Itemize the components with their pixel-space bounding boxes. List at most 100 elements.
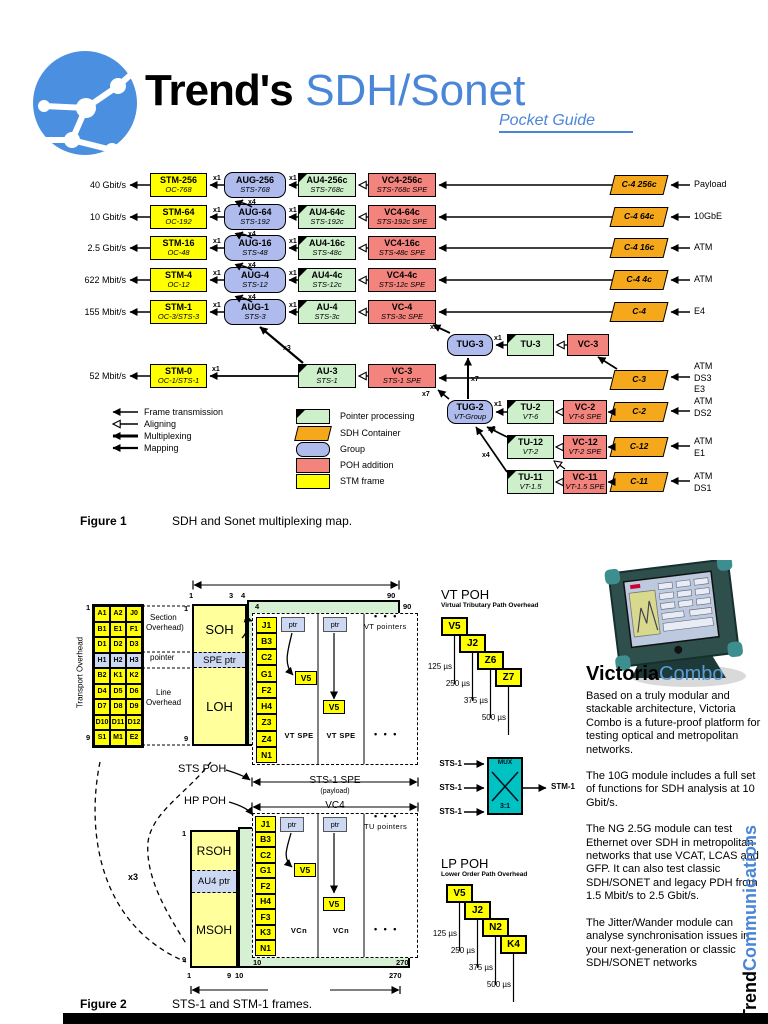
toh-cell: B1 (94, 621, 110, 637)
payload-dim-label: (payload) (320, 788, 350, 795)
fig1-rate-label: 10 Gbit/s (89, 212, 126, 222)
pointer-corner-icon (507, 435, 517, 445)
v5-box-4: V5 (323, 897, 345, 911)
tu-pointer-dots: • • • (374, 811, 399, 821)
vtcascade-cell: Z7 (495, 668, 522, 687)
node-sublabel: OC-3/STS-3 (157, 311, 200, 321)
node-label: TUG-2 (456, 402, 484, 413)
node-sublabel: STS-768 (240, 184, 270, 194)
fig2-tick: 90 (387, 591, 396, 600)
node-label: VC-4 (391, 302, 413, 313)
toh-cell: D5 (110, 683, 126, 699)
fig1-multiplier-label: x1 (289, 207, 297, 214)
node-label: C-4 256c (621, 179, 657, 190)
toh-cell: H1 (94, 652, 110, 668)
fig2-tick: 90 (403, 602, 412, 611)
fig1-node-c4_4: C-4 4c (609, 270, 669, 290)
lpcascade-cell: J2 (464, 901, 491, 920)
toh-cell: E1 (110, 621, 126, 637)
node-sublabel: VT-Group (453, 411, 487, 421)
fig2-tick: 9 (182, 955, 187, 964)
toh-cell: K2 (126, 668, 142, 684)
fig1-multiplier-label: x1 (213, 238, 221, 245)
toh-cell: D1 (94, 637, 110, 653)
lpcascade-time-label: 250 µs (450, 946, 475, 955)
node-sublabel: OC-768 (165, 184, 192, 194)
vt-poh-subtitle: Virtual Tributary Path Overhead (441, 602, 539, 609)
node-label: AU4-4c (311, 270, 343, 281)
node-sublabel: STS-1 (316, 375, 338, 385)
toh-cell: B2 (94, 668, 110, 684)
node-sublabel: STS-12c (312, 279, 342, 289)
msoh-box: MSOH (192, 894, 236, 966)
signal-label-line: Payload (694, 179, 727, 189)
victoria-product-photo (604, 560, 746, 687)
vcn-label-2: VCn (332, 926, 350, 935)
spe-dots-lower: • • • (374, 924, 399, 934)
vt-ptr-box-1: ptr (281, 617, 305, 632)
pointer-corner-icon (298, 205, 308, 215)
loh-box: LOH (194, 669, 245, 744)
fig1-legend-shape-label: Pointer processing (340, 411, 415, 421)
node-label: STM-64 (162, 207, 195, 218)
fig1-rate-label: 155 Mbit/s (84, 307, 126, 317)
node-label: VC4-256c (381, 175, 423, 186)
pointer-corner-icon (507, 334, 517, 344)
lpcascade-time-label: 125 µs (432, 929, 457, 938)
fig1-multiplier-label: x4 (248, 294, 256, 301)
node-label: C-2 (632, 406, 646, 417)
victoria-title-blue: Combo (659, 663, 724, 685)
node-sublabel: STS-12c SPE (378, 279, 426, 289)
fig1-legend-shape-label: STM frame (340, 476, 385, 486)
node-sublabel: VT-2 (522, 446, 539, 456)
signal-label-line: DS3 (694, 372, 712, 383)
node-label: AUG-256 (235, 175, 274, 186)
victoria-paragraph-3: The NG 2.5G module can test Ethernet ove… (586, 823, 759, 903)
toh-cell: D4 (94, 683, 110, 699)
signal-label-line: E3 (694, 384, 706, 394)
fig1-multiplier-label: x7 (471, 376, 479, 383)
fig1-node-tu3: TU-3 (507, 334, 554, 356)
victoria-paragraph-1: Based on a truly modular and stackable a… (586, 690, 761, 756)
section-overhead-label-1: Section (150, 613, 177, 622)
sts-poh-cell: C2 (256, 649, 277, 666)
node-label: TU-2 (520, 402, 541, 413)
pointer-corner-icon (298, 300, 308, 310)
node-sublabel: STS-3 (244, 311, 266, 321)
fig1-signal-label: E4 (694, 306, 705, 318)
pointer-corner-icon (296, 409, 306, 419)
toh-cell: D6 (126, 683, 142, 699)
fig1-legend-arrow-label: Multiplexing (144, 431, 192, 441)
fig2-tick: 1 (189, 591, 194, 600)
fig1-multiplier-label: x1 (212, 366, 220, 373)
toh-cell: D7 (94, 699, 110, 715)
signal-label-line: ATM (694, 274, 713, 284)
fig1-legend-shape-label: POH addition (340, 460, 394, 470)
vc4-poh-cell: J1 (255, 816, 276, 832)
fig1-signal-label: ATM (694, 242, 712, 254)
line-overhead-label-2: Overhead (146, 698, 182, 707)
node-label: AU-4 (316, 302, 338, 313)
vc4-poh-cell: G1 (255, 862, 276, 878)
node-label: VC-12 (572, 437, 598, 448)
sts1-spe-box (252, 613, 418, 765)
spe-dots-upper: • • • (374, 729, 399, 739)
signal-label-line: ATM (694, 396, 713, 406)
node-label: AUG-1 (240, 302, 269, 313)
node-label: C-11 (630, 476, 648, 487)
vc4-poh-cell: K3 (255, 924, 276, 940)
vertical-brand: TrendCommunications (740, 825, 761, 1020)
tu-pointers-label: TU pointers (364, 822, 408, 831)
